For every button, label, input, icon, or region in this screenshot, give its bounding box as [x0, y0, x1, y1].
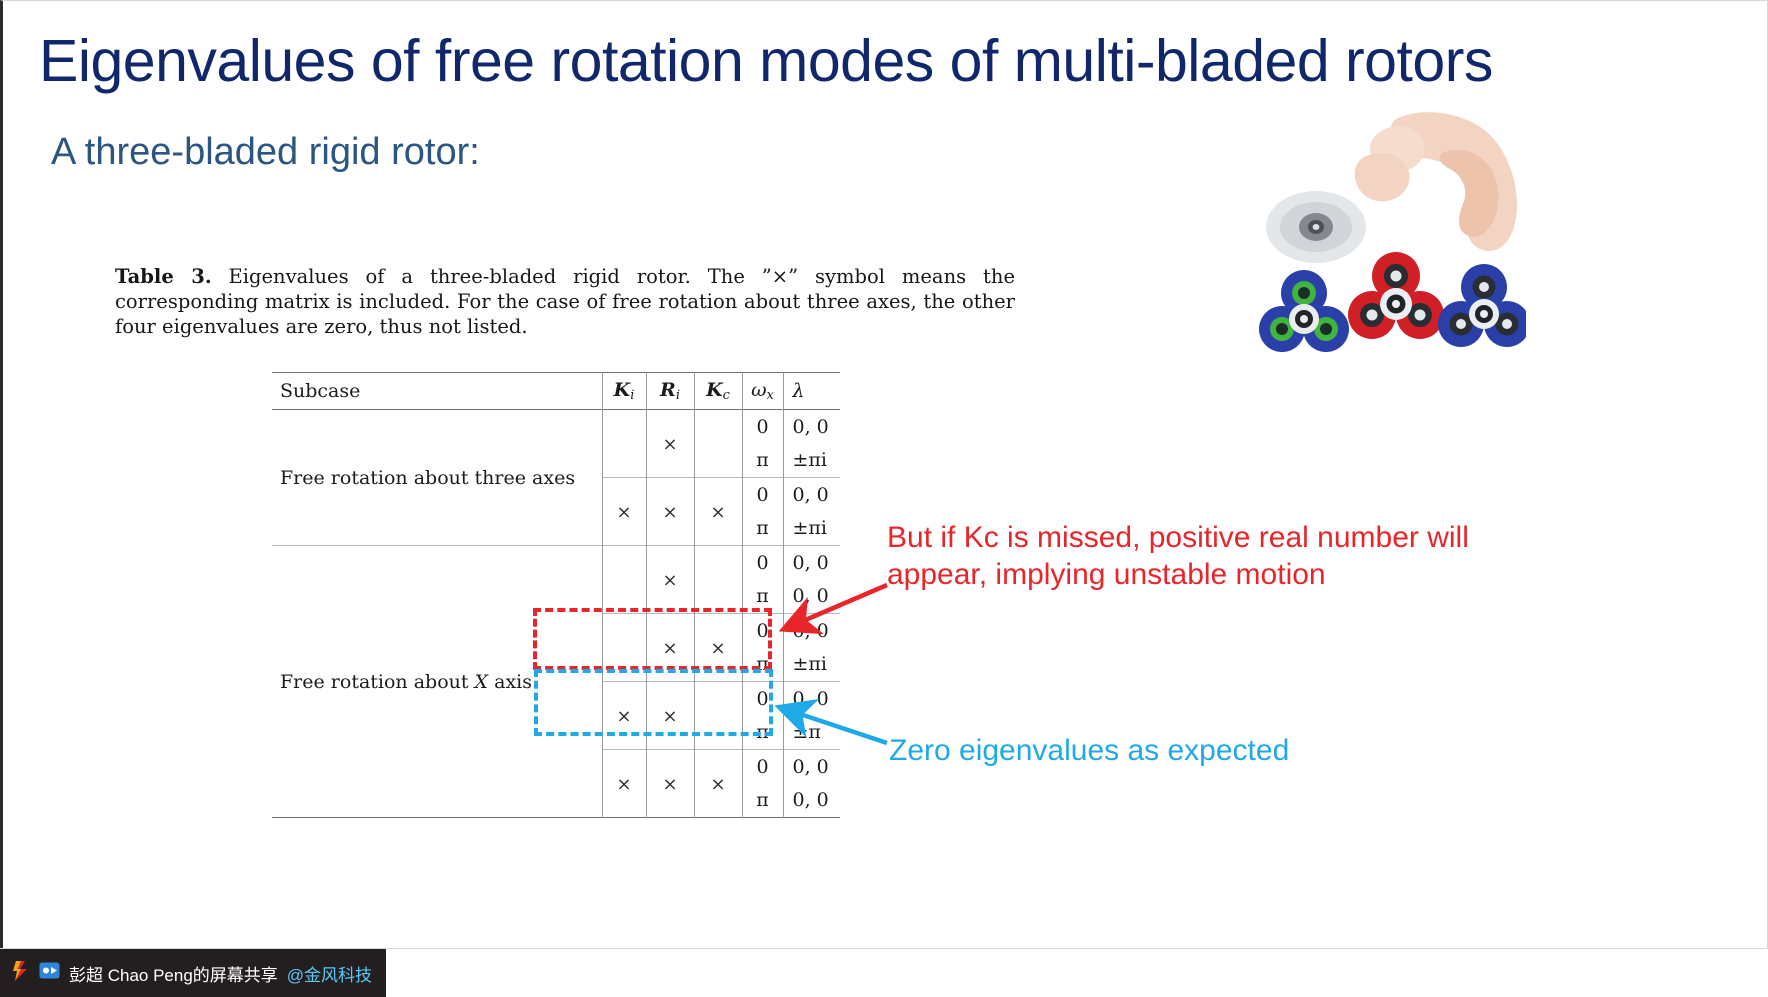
cell-subcase-three-axes: Free rotation about three axes	[280, 466, 576, 489]
cell-lambda: 0, 0	[782, 409, 840, 444]
share-org-tag: @金风科技	[286, 965, 373, 985]
rule-cell	[272, 817, 602, 822]
cell-ki: ×	[601, 749, 646, 818]
table-row: Free rotation about X axis × 0 0, 0	[272, 545, 840, 818]
table-row: π ±πi	[272, 443, 840, 478]
col-header-ki: Ki	[601, 372, 646, 410]
cell-ki	[601, 409, 646, 478]
cell-ri: ×	[645, 477, 694, 546]
cell-omega: π	[741, 783, 783, 818]
cell-kc: ×	[693, 749, 742, 818]
cell-ki	[601, 613, 646, 682]
table-body: Free rotation about three axes × 0 0, 0 …	[272, 409, 840, 822]
cell-omega: π	[741, 443, 783, 478]
cell-ri: ×	[645, 545, 694, 614]
screen-share-icon	[39, 962, 60, 984]
cell-ki: ×	[601, 477, 646, 546]
cell-kc	[693, 545, 742, 614]
cell-lambda: 0, 0	[782, 613, 840, 648]
page-title: Eigenvalues of free rotation modes of mu…	[39, 28, 1493, 94]
cell-omega: π	[741, 511, 783, 546]
cell-omega: 0	[741, 681, 783, 716]
cell-kc	[693, 409, 742, 478]
fidget-spinner-photo	[1256, 109, 1526, 374]
table-row-highlight-cyan: π 0, 0	[272, 783, 840, 818]
cell-lambda: ±π	[782, 715, 840, 750]
cell-kc: ×	[693, 477, 742, 546]
cell-lambda: ±πi	[782, 647, 840, 682]
cell-lambda: 0, 0	[782, 545, 840, 580]
cell-lambda: 0, 0	[782, 477, 840, 512]
cell-kc	[693, 681, 742, 750]
table-row: × × × 0 0, 0	[272, 477, 840, 546]
cell-lambda: ±πi	[782, 511, 840, 546]
table-row: π ±πi	[272, 647, 840, 682]
col-header-kc: Kc	[693, 372, 742, 410]
rule-cell	[783, 817, 840, 822]
cell-ki	[601, 545, 646, 614]
cell-lambda: ±πi	[782, 443, 840, 478]
table-row: Free rotation about three axes × 0 0, 0	[272, 409, 840, 489]
cell-kc: ×	[693, 613, 742, 682]
table-caption-label: Table 3.	[115, 265, 212, 288]
cell-omega: π	[741, 647, 783, 682]
cell-omega: 0	[741, 409, 783, 444]
cyan-annotation-text: Zero eigenvalues as expected	[889, 734, 1290, 767]
screen-share-indicator[interactable]: 彭超 Chao Peng的屏幕共享 @金风科技	[0, 949, 387, 997]
cell-ri: ×	[645, 749, 694, 818]
share-owner-label: 彭超 Chao Peng的屏幕共享	[69, 965, 278, 985]
lightning-icon	[10, 960, 30, 987]
taskbar: 彭超 Chao Peng的屏幕共享 @金风科技	[0, 948, 1768, 997]
col-header-lambda: λ	[782, 372, 840, 410]
cell-lambda: 0, 0	[782, 681, 840, 716]
cell-omega: 0	[741, 749, 783, 784]
table-caption: Table 3. Eigenvalues of a three-bladed r…	[115, 264, 1015, 339]
red-annotation-text: But if Kc is missed, positive real numbe…	[887, 521, 1469, 591]
cell-ri: ×	[645, 613, 694, 682]
cell-ri: ×	[645, 409, 694, 478]
col-header-ri: Ri	[645, 372, 694, 410]
cell-omega: π	[741, 715, 783, 750]
eigenvalue-table-wrapper: Subcase Ki Ri Kc ωx λ Free rotation abou…	[272, 372, 840, 822]
col-header-subcase: Subcase	[280, 380, 361, 402]
rule-cell	[602, 817, 646, 822]
table-bottom-rule	[272, 817, 840, 822]
cell-ki: ×	[601, 681, 646, 750]
cell-omega: π	[741, 579, 783, 614]
cell-subcase-x-axis: Free rotation about X axis	[272, 545, 602, 818]
table-row-highlight-cyan: × × × 0 0, 0	[272, 749, 840, 818]
col-header-omega-x: ωx	[741, 372, 783, 410]
cell-omega: 0	[741, 477, 783, 512]
table-caption-block: Table 3. Eigenvalues of a three-bladed r…	[115, 264, 1021, 339]
eigenvalue-table: Subcase Ki Ri Kc ωx λ Free rotation abou…	[272, 372, 840, 822]
rule-cell	[646, 817, 694, 822]
table-row: π ±πi	[272, 511, 840, 546]
cell-lambda: 0, 0	[782, 783, 840, 818]
cell-lambda: 0, 0	[782, 579, 840, 614]
cell-lambda: 0, 0	[782, 749, 840, 784]
table-header-row: Subcase Ki Ri Kc ωx λ	[272, 372, 840, 410]
slide-subtitle: A three-bladed rigid rotor:	[51, 131, 480, 173]
rule-cell	[742, 817, 783, 822]
table-header: Subcase Ki Ri Kc ωx λ	[272, 372, 840, 410]
table-caption-text: Eigenvalues of a three-bladed rigid roto…	[115, 265, 1015, 339]
cell-omega: 0	[741, 545, 783, 580]
rule-cell	[694, 817, 742, 822]
fidget-spinner-illustration	[1259, 112, 1526, 352]
cell-omega: 0	[741, 613, 783, 648]
cell-ri: ×	[645, 681, 694, 750]
